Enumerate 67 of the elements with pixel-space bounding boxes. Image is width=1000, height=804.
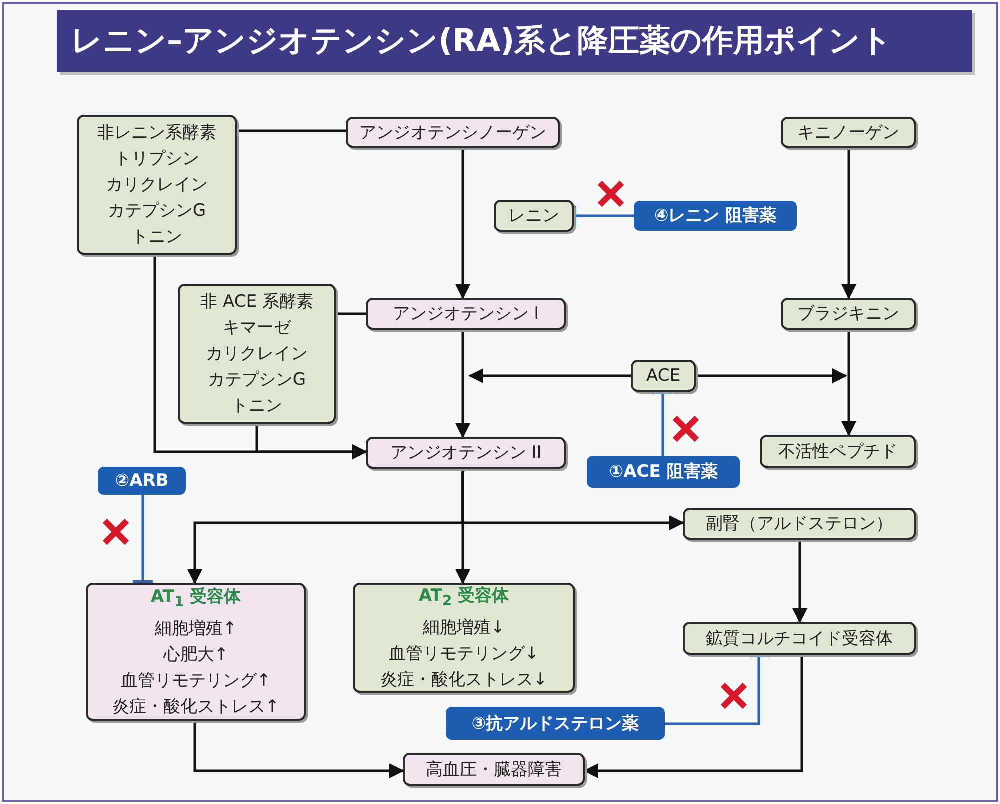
arrow: [842, 330, 856, 436]
process-box: [781, 298, 916, 330]
connector-line: [237, 130, 346, 132]
drug-label: [98, 467, 186, 495]
node-text: 血管リモテリング↓: [388, 642, 540, 666]
node-text: 副腎（アルドステロン）: [706, 513, 893, 536]
process-box: [366, 298, 566, 330]
node-text: カテプシンG: [108, 200, 206, 223]
process-box: [178, 284, 336, 424]
process-box: [353, 583, 575, 693]
node-text: トニン: [232, 395, 282, 418]
process-box: [760, 435, 916, 468]
process-box: [403, 753, 585, 786]
node-text: 心肥大↑: [163, 644, 229, 667]
process-box: [346, 117, 560, 148]
node-text: レニン: [508, 205, 560, 228]
node-text: アンジオテンシン II: [390, 442, 542, 465]
node-text: トニン: [132, 226, 182, 249]
process-box: [366, 437, 566, 469]
arrow: [696, 368, 848, 384]
process-box: [683, 622, 916, 655]
node-text: 不活性ペプチド: [778, 440, 898, 464]
node-text: カリクレイン: [206, 343, 308, 366]
node-text: アンジオテンシン I: [392, 303, 540, 326]
box-heading: AT$_{2}$ 受容体: [418, 585, 510, 612]
inhibition-line: [133, 495, 153, 586]
arrow: [468, 368, 631, 384]
node-text: 血管リモテリング↑: [120, 670, 272, 693]
node-text: 細胞増殖↑: [154, 618, 238, 641]
process-box: [683, 508, 916, 540]
drug-label: [587, 456, 740, 488]
arrow: [194, 721, 404, 778]
drug-label: [446, 707, 665, 740]
arrow: [456, 330, 470, 438]
node-text: トリプシン: [114, 148, 200, 171]
arrow: [792, 540, 808, 624]
node-text: キマーゼ: [223, 317, 291, 340]
arrow: [456, 148, 470, 300]
process-box: [631, 360, 696, 392]
process-box: [77, 115, 237, 255]
node-text: 細胞増殖↓: [422, 616, 506, 640]
node-text: 高血圧・臓器障害: [426, 758, 562, 782]
process-box: [781, 117, 916, 148]
node-text: 非レニン系酵素: [98, 122, 216, 145]
node-text: ブラジキニン: [798, 303, 900, 326]
title: レニン–アンジオテンシン(RA)系と降圧薬の作用ポイント: [71, 22, 893, 61]
node-text: 非 ACE 系酵素: [200, 291, 314, 314]
process-box: [494, 200, 574, 232]
node-text: ③抗アルドステロン薬: [472, 712, 640, 736]
node-text: 炎症・酸化ストレス↑: [112, 696, 280, 719]
node-text: アンジオテンシノーゲン: [360, 122, 546, 144]
node-text: キニノーゲン: [798, 122, 900, 144]
node-text: カテプシンG: [208, 369, 306, 392]
node-text: 炎症・酸化ストレス↓: [380, 668, 548, 692]
node-text: ACE: [646, 365, 680, 388]
node-text: ①ACE 阻害薬: [609, 461, 718, 484]
arrow: [256, 424, 368, 460]
node-text: ④レニン 阻害薬: [654, 205, 777, 228]
drug-label: [634, 201, 797, 231]
arrow: [462, 469, 684, 530]
node-text: ②ARB: [115, 470, 169, 493]
node-text: 鉱質コルチコイド受容体: [706, 628, 893, 650]
node-text: カリクレイン: [106, 174, 208, 197]
connector-line: [336, 312, 366, 316]
arrow: [842, 148, 856, 300]
process-box: [86, 583, 306, 721]
box-heading: AT$_{1}$ 受容体: [150, 586, 242, 613]
